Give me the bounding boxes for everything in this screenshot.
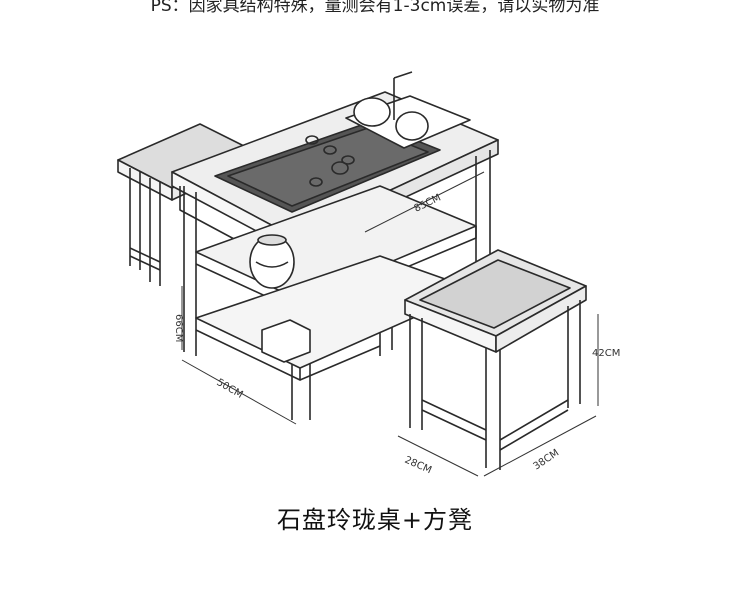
caption: 石盘玲珑桌+方凳: [276, 506, 474, 534]
dimension-lines: [181, 171, 599, 477]
dim-table-height: 66CM: [173, 314, 184, 342]
square-stool-drawing: [404, 249, 587, 470]
dim-stool-width: 38CM: [532, 448, 562, 473]
dim-table-width: 50CM: [215, 377, 245, 401]
header-note: PS：因家具结构特殊，量测会有1-3cm误差，请以实物为准: [150, 0, 600, 16]
dim-stool-depth: 28CM: [403, 455, 433, 477]
dim-stool-height: 42CM: [592, 348, 620, 359]
tea-table-drawing: [171, 71, 499, 420]
